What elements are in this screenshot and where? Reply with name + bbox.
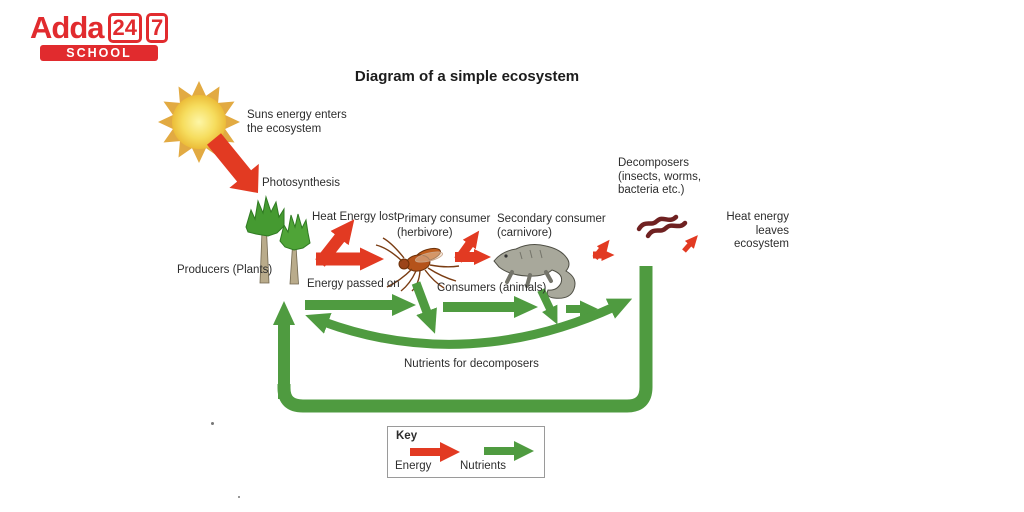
producers-trees-icon [245, 195, 311, 285]
label-decomposers: Decomposers (insects, worms, bacteria et… [618, 157, 702, 196]
sun-energy-arrow [207, 133, 259, 193]
heat-lost-arrow-producers [315, 219, 384, 271]
heat-lost-arrow-secondary [592, 239, 615, 261]
label-energy-passed-on: Energy passed on [307, 278, 400, 290]
label-consumers: Consumers (animals) [437, 282, 547, 294]
label-heat-energy-lost: Heat Energy lost [312, 211, 398, 223]
legend-energy-label: Energy [395, 460, 432, 472]
sun-disc [172, 95, 226, 149]
sun-icon [158, 81, 240, 163]
tree-crown [279, 213, 311, 251]
nutrient-curve [305, 298, 633, 349]
stray-mark [211, 422, 214, 425]
tree-trunk [289, 245, 299, 285]
nutrient-flow-arrows [273, 266, 653, 413]
legend-key-box: Key Energy Nutrients [387, 426, 545, 478]
legend-energy-arrow-icon [410, 442, 460, 462]
label-photosynthesis: Photosynthesis [262, 177, 340, 189]
secondary-consumer-lizard-icon [493, 244, 576, 299]
tree-crown [245, 195, 285, 237]
label-heat-energy-leaves: Heat energy leaves ecosystem [726, 211, 789, 250]
logo-brand-text: Adda [30, 10, 104, 45]
label-secondary-consumer: Secondary consumer (carnivore) [497, 213, 606, 239]
legend-title: Key [396, 430, 418, 442]
label-primary-consumer: Primary consumer (herbivore) [397, 213, 491, 239]
label-sun-energy: Suns energy enters the ecosystem [247, 109, 347, 135]
heat-leaves-arrow [682, 235, 698, 253]
logo-digits: 7 [145, 13, 169, 43]
label-nutrients-for-decomposers: Nutrients for decomposers [404, 358, 539, 370]
logo-school-banner: SCHOOL [40, 45, 158, 61]
label-producers: Producers (Plants) [177, 264, 273, 276]
decomposers-worms-icon [636, 214, 688, 239]
adda247-logo: Adda 24 7 SCHOOL [30, 10, 169, 61]
heat-lost-arrow-primary [454, 230, 491, 265]
legend-nutrients-label: Nutrients [460, 460, 507, 472]
stray-mark [238, 496, 240, 498]
legend-nutrients-arrow-icon [484, 441, 534, 461]
diagram-title: Diagram of a simple ecosystem [354, 68, 580, 85]
logo-digits: 24 [107, 13, 142, 43]
primary-consumer-insect-icon [375, 237, 460, 292]
primary-nutrient-arrow [411, 281, 437, 334]
